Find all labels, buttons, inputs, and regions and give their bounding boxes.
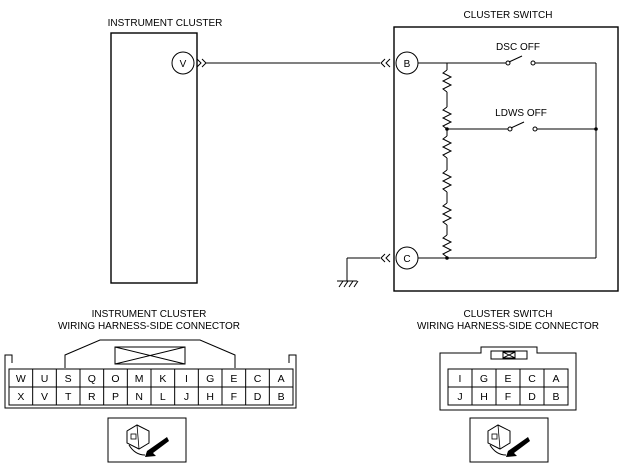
pin-label-q: Q [88, 373, 96, 385]
resistor-icon [441, 69, 453, 93]
cluster-switch-box [393, 26, 619, 292]
cs-connector-title-2: WIRING HARNESS-SIDE CONNECTOR [417, 321, 599, 332]
ic-connector-title-2: WIRING HARNESS-SIDE CONNECTOR [58, 321, 240, 332]
pin-label-c: C [528, 373, 536, 385]
pin-label-a: A [278, 373, 285, 385]
pin-label-n: N [135, 391, 143, 403]
pin-label-c: C [254, 373, 262, 385]
pin-label-o: O [111, 373, 119, 385]
pin-label-i: I [459, 373, 462, 385]
pin-label-u: U [41, 373, 49, 385]
pin-label-a: A [552, 373, 559, 385]
cs-connector-shell [439, 346, 577, 411]
pin-label-r: R [88, 391, 96, 403]
pin-label-e: E [504, 373, 511, 385]
pin-label-d: D [254, 391, 262, 403]
switch-icon [505, 60, 511, 66]
terminal-c-label: C [403, 254, 410, 265]
ic-view-box [107, 417, 187, 463]
cs-connector-title-1: CLUSTER SWITCH [464, 309, 553, 320]
dsc-off-label: DSC OFF [496, 42, 540, 53]
ldws-off-label: LDWS OFF [495, 108, 547, 119]
instrument-cluster-box [110, 32, 198, 284]
pin-label-p: P [112, 391, 119, 403]
pin-label-h: H [480, 391, 488, 403]
pin-label-s: S [65, 373, 72, 385]
pin-label-v: V [41, 391, 48, 403]
terminal-v-label: V [180, 59, 187, 70]
pin-label-x: X [17, 391, 24, 403]
ground-icon [337, 280, 359, 288]
cluster-switch-title: CLUSTER SWITCH [464, 10, 553, 21]
pin-label-d: D [528, 391, 536, 403]
instrument-cluster-connector: INSTRUMENT CLUSTER WIRING HARNESS-SIDE C… [4, 309, 297, 463]
pin-label-f: F [505, 391, 511, 403]
ic-connector-hood [64, 339, 236, 368]
pin-label-h: H [206, 391, 214, 403]
pin-label-k: K [159, 373, 166, 385]
pin-label-t: T [65, 391, 72, 403]
connector-mark-v [196, 58, 207, 68]
pin-label-f: F [231, 391, 237, 403]
ic-connector-lock [114, 346, 186, 365]
resistor-icon [441, 234, 453, 258]
connector-hand-arrow-icon [126, 424, 169, 457]
terminal-b-label: B [404, 59, 411, 70]
pin-label-l: L [160, 391, 166, 403]
resistor-icon [441, 202, 453, 226]
instrument-cluster-unit: INSTRUMENT CLUSTER V [108, 18, 223, 284]
pin-label-g: G [206, 373, 214, 385]
pin-label-i: I [185, 373, 188, 385]
cluster-switch-connector: CLUSTER SWITCH WIRING HARNESS-SIDE CONNE… [417, 309, 599, 463]
pin-label-g: G [480, 373, 488, 385]
pin-label-b: B [278, 391, 285, 403]
cluster-switch-unit: CLUSTER SWITCH B C DSC OFF [393, 10, 619, 292]
pin-label-b: B [552, 391, 559, 403]
pin-label-j: J [184, 391, 189, 403]
switch-icon [507, 126, 513, 132]
cs-connector-lock [490, 350, 528, 360]
pin-label-e: E [230, 373, 237, 385]
connector-mark-c [380, 253, 391, 263]
connector-mark-b [380, 58, 391, 68]
connector-hand-arrow-icon [487, 424, 530, 457]
cs-view-box [469, 417, 549, 463]
resistor-icon [441, 169, 453, 193]
terminal-v-circle [171, 51, 195, 75]
pin-label-m: M [135, 373, 144, 385]
pin-label-w: W [16, 373, 26, 385]
instrument-cluster-title: INSTRUMENT CLUSTER [108, 18, 223, 29]
resistor-icon [441, 106, 453, 130]
pin-label-j: J [457, 391, 462, 403]
resistor-icon [441, 135, 453, 159]
ic-connector-title-1: INSTRUMENT CLUSTER [92, 309, 207, 320]
